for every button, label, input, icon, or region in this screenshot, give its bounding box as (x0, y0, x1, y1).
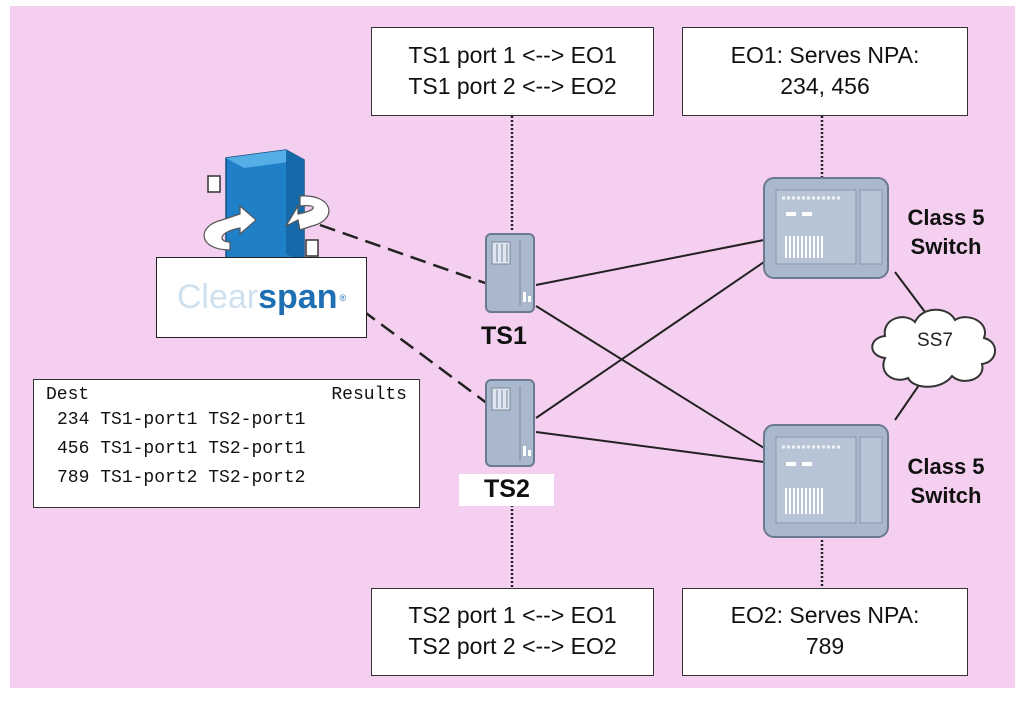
clearspan-to-ts1-link (319, 223, 489, 286)
routing-table-col-dest: Dest (46, 385, 90, 405)
row-result-1: TS1-port1 (100, 410, 198, 430)
routing-table-row: 789 TS1-port2 TS2-port2 (46, 468, 407, 497)
class5-switch-top-label: Class 5 Switch (896, 203, 996, 261)
ts2-to-switch-bottom-link (535, 431, 765, 463)
ts2-port-map-box: TS2 port 1 <--> EO1 TS2 port 2 <--> EO2 (371, 588, 654, 676)
ss7-label: SS7 (917, 330, 953, 351)
ts2-label: TS2 (484, 475, 530, 503)
eo1-npa-box: EO1: Serves NPA: 234, 456 (682, 27, 968, 116)
ts1-port2-mapping: TS1 port 2 <--> EO2 (408, 73, 617, 99)
eo1-npa-values: 234, 456 (780, 73, 870, 99)
eo2-title: EO2: Serves NPA: (730, 602, 920, 628)
switch-top-to-ss7-link (894, 271, 926, 313)
routing-table-row: 456 TS1-port1 TS2-port1 (46, 439, 407, 468)
row-result-2: TS2-port1 (208, 410, 306, 430)
routing-table-col-results: Results (331, 385, 407, 405)
ts2-switch-icon (485, 379, 535, 467)
clearspan-server-icon (203, 149, 330, 271)
eo1-title: EO1: Serves NPA: (730, 42, 920, 68)
ts1-port1-mapping: TS1 port 1 <--> EO1 (408, 42, 617, 68)
row-dest: 789 (57, 468, 90, 488)
row-result-2: TS2-port2 (208, 468, 306, 488)
class5-switch-bottom-line2: Switch (910, 483, 982, 508)
ts1-label: TS1 (481, 322, 527, 350)
routing-table-header: Dest Results (46, 385, 407, 410)
clearspan-logo-part1: Clear (176, 278, 259, 316)
ts1-switch-icon (485, 233, 535, 313)
ts1-port-map-box: TS1 port 1 <--> EO1 TS1 port 2 <--> EO2 (371, 27, 654, 116)
class5-switch-bottom-line1: Class 5 (907, 454, 985, 479)
row-dest: 456 (57, 439, 90, 459)
row-result-1: TS1-port1 (100, 439, 198, 459)
ts2-port2-mapping: TS2 port 2 <--> EO2 (408, 633, 617, 659)
class5-switch-top-line2: Switch (910, 234, 982, 259)
ts2-to-switch-top-link (535, 261, 765, 419)
eo2-npa-box: EO2: Serves NPA: 789 (682, 588, 968, 676)
ts2-label-background (459, 474, 554, 506)
class5-switch-bottom-icon (763, 424, 889, 538)
row-result-2: TS2-port1 (208, 439, 306, 459)
ss7-cloud-icon (871, 308, 996, 388)
row-result-1: TS1-port2 (100, 468, 198, 488)
row-dest: 234 (57, 410, 90, 430)
clearspan-logo-mark: ® (339, 292, 347, 303)
ts1-to-switch-top-link (535, 239, 765, 286)
class5-switch-top-line1: Class 5 (907, 205, 985, 230)
class5-switch-bottom-label: Class 5 Switch (896, 452, 996, 510)
clearspan-logo-part2: span (258, 278, 338, 316)
eo2-npa-values: 789 (805, 633, 845, 659)
ts1-to-switch-bottom-link (535, 305, 765, 449)
clearspan-to-ts2-link (361, 308, 489, 406)
routing-table: Dest Results 234 TS1-port1 TS2-port1 456… (33, 379, 420, 508)
ts2-port1-mapping: TS2 port 1 <--> EO1 (408, 602, 617, 628)
class5-switch-top-icon (763, 177, 889, 279)
routing-table-row: 234 TS1-port1 TS2-port1 (46, 410, 407, 439)
